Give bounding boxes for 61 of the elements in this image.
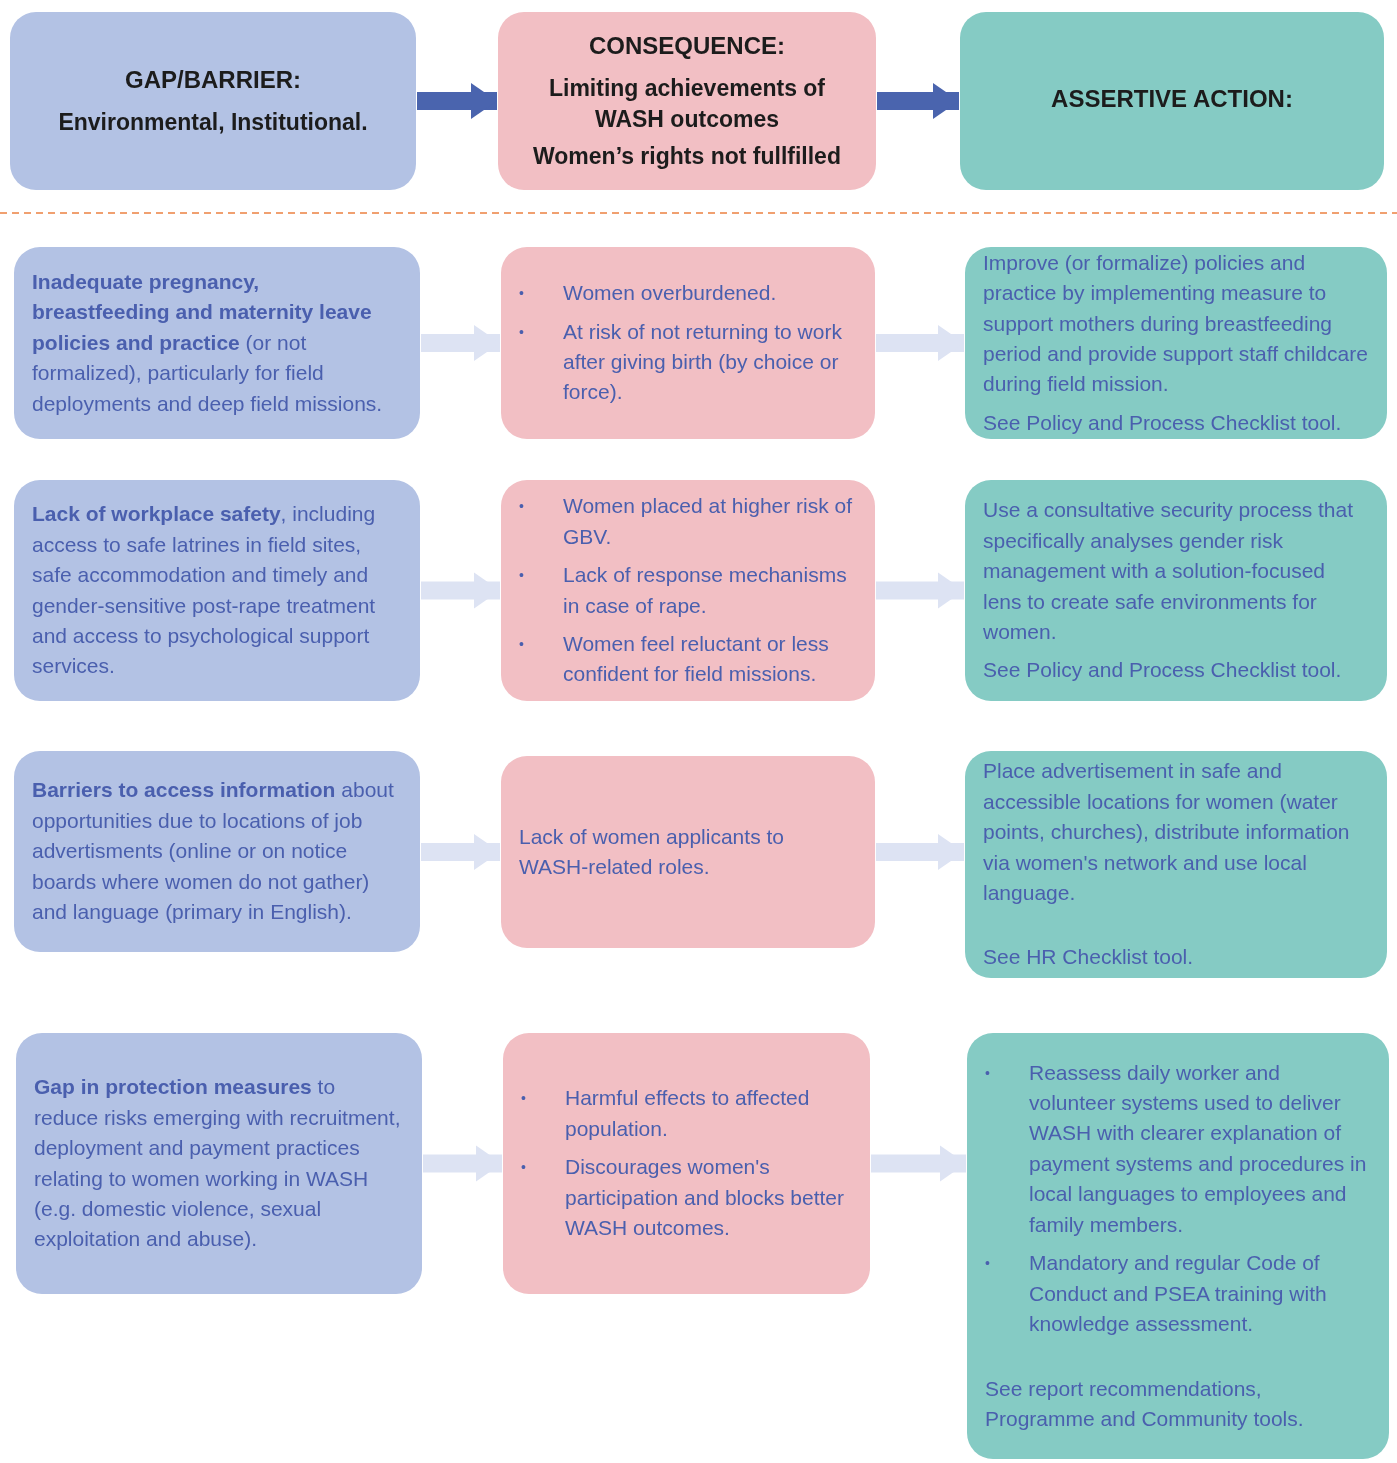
block-arrow [876,325,964,361]
bullet-text: Harmful effects to affected population. [565,1085,811,1142]
content-box [965,247,1387,439]
box-text: Improve (or formalize) policies and practice by implementing measure to support mothers during breastfeeding period and provide support staff childcare during field mission. [983,249,1369,398]
content-box [16,1033,422,1294]
bullet-marker: • [519,497,525,517]
bullet-text: Lack of response mechanisms in case of rape. [563,562,848,619]
box-heading: Women’s rights not fullfilled [533,141,841,171]
box-text: Lack of workplace safety, including access to safe latrines in field sites, safe accommodation and timely and gender-sensitive post-rape treatment and access to psychological support services. [32,501,377,680]
bullet-marker: • [985,1254,991,1274]
box-heading: GAP/BARRIER: [125,65,301,96]
box-text: See Policy and Process Checklist tool. [983,409,1343,436]
bullet-text: Women feel reluctant or less confident for field missions. [563,630,830,688]
bullet-text: At risk of not returning to work after giving birth (by choice or force). [563,318,843,406]
content-box [14,480,420,701]
box-text: Gap in protection measures to reduce risks emerging with recruitment, deployment and payment practices relating to women working in WASH (e.g. domestic violence, sexual exploitation and abuse). [34,1074,402,1253]
bullet-text: Women placed at higher risk of GBV. [563,493,854,550]
bullet-text: Discourages women's participation and blocks better WASH outcomes. [565,1154,845,1242]
bullet-marker: • [519,566,525,586]
box-text: Barriers to access information about opportunities due to locations of job advertisments (online or on notice boards where women do not gather) and language (primary in English). [32,777,395,926]
box-text: See Policy and Process Checklist tool. [983,657,1343,684]
header-box [10,12,416,190]
box-text: Place advertisement in safe and accessible locations for women (water points, churches), distribute information via women's network and use local language. [983,758,1351,906]
block-arrow [871,1145,966,1182]
block-arrow [417,83,497,119]
block-arrow [876,834,964,870]
bullet-marker: • [985,1063,991,1083]
block-arrow [877,83,959,119]
content-box [14,247,420,439]
bullet-marker: • [519,634,525,654]
content-box [14,751,420,952]
block-arrow [876,572,964,609]
box-heading: Limiting achievements of WASH outcomes [547,73,827,134]
bullet-marker: • [521,1089,527,1109]
box-heading: Environmental, Institutional. [58,107,368,137]
bullet-marker: • [521,1158,527,1178]
box-heading: CONSEQUENCE: [589,31,785,62]
bullet-marker: • [519,284,525,304]
box-text: See HR Checklist tool. [983,944,1195,971]
content-box [965,751,1387,978]
block-arrow [423,1145,502,1182]
box-text: Inadequate pregnancy, breastfeeding and maternity leave policies and practice (or not formalized), particularly for field deployments and deep field missions. [32,268,384,417]
block-arrow [421,572,500,609]
header-box [498,12,876,190]
content-box [501,756,875,948]
content-box [965,480,1387,701]
bullet-text: Mandatory and regular Code of Conduct and PSEA training with knowledge assessment. [1029,1250,1328,1338]
bullet-text: Reassess daily worker and volunteer systems used to deliver WASH with clearer explanation of payment systems and procedures in local languages to employees and family members. [1029,1059,1368,1238]
block-arrow [421,325,500,361]
box-text: See report recommendations, Programme and Community tools. [985,1375,1305,1432]
content-box [503,1033,870,1294]
box-text: Use a consultative security process that specifically analyses gender risk management with a solution-focused lens to create safe environments for women. [983,497,1354,645]
box-heading: ASSERTIVE ACTION: [1051,83,1293,114]
content-box [501,247,875,439]
content-box [501,480,875,701]
header-box [960,12,1384,190]
bullet-marker: • [519,322,525,342]
box-text: Lack of women applicants to WASH-related roles. [519,823,785,880]
content-box [967,1033,1389,1459]
block-arrow [421,834,500,870]
bullet-text: Women overburdened. [563,280,777,307]
